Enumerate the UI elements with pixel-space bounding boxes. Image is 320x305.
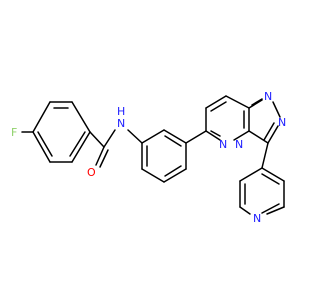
pyridine-ring: [239, 167, 285, 215]
pyridazine-bridge-n-label: N: [235, 138, 243, 151]
central-phenyl-ring: [141, 129, 187, 183]
triazole-n1-label: N: [264, 90, 272, 103]
bonds: [21, 95, 285, 215]
pyridazine-ring: [205, 95, 250, 141]
carbonyl-oxygen-label: O: [87, 166, 96, 179]
carbonyl-double-bond-a: [95, 146, 105, 166]
triazole-n2-label: N: [278, 116, 286, 129]
structure-canvas: F N H O N N N N N: [11, 90, 286, 225]
carbonyl-double-bond-b: [99, 149, 109, 168]
triazole-pyridine-bond: [261, 142, 269, 169]
phenyl-pyridazine-bond: [185, 130, 207, 144]
triazole-ring: [248, 98, 281, 144]
amide-c-n-bond: [103, 129, 116, 148]
amide-hydrogen-label: H: [117, 105, 125, 118]
fluorophenyl-ring: [32, 101, 91, 163]
fluorine-label: F: [11, 126, 17, 139]
amide-nitrogen-label: N: [117, 117, 125, 130]
pyridine-nitrogen-label: N: [253, 212, 261, 225]
molecule-diagram: F N H O N N N N N: [11, 90, 286, 225]
ring-carbonyl-bond: [89, 131, 105, 148]
n-phenyl-bond: [127, 129, 143, 144]
pyridazine-n-label: N: [219, 138, 227, 151]
